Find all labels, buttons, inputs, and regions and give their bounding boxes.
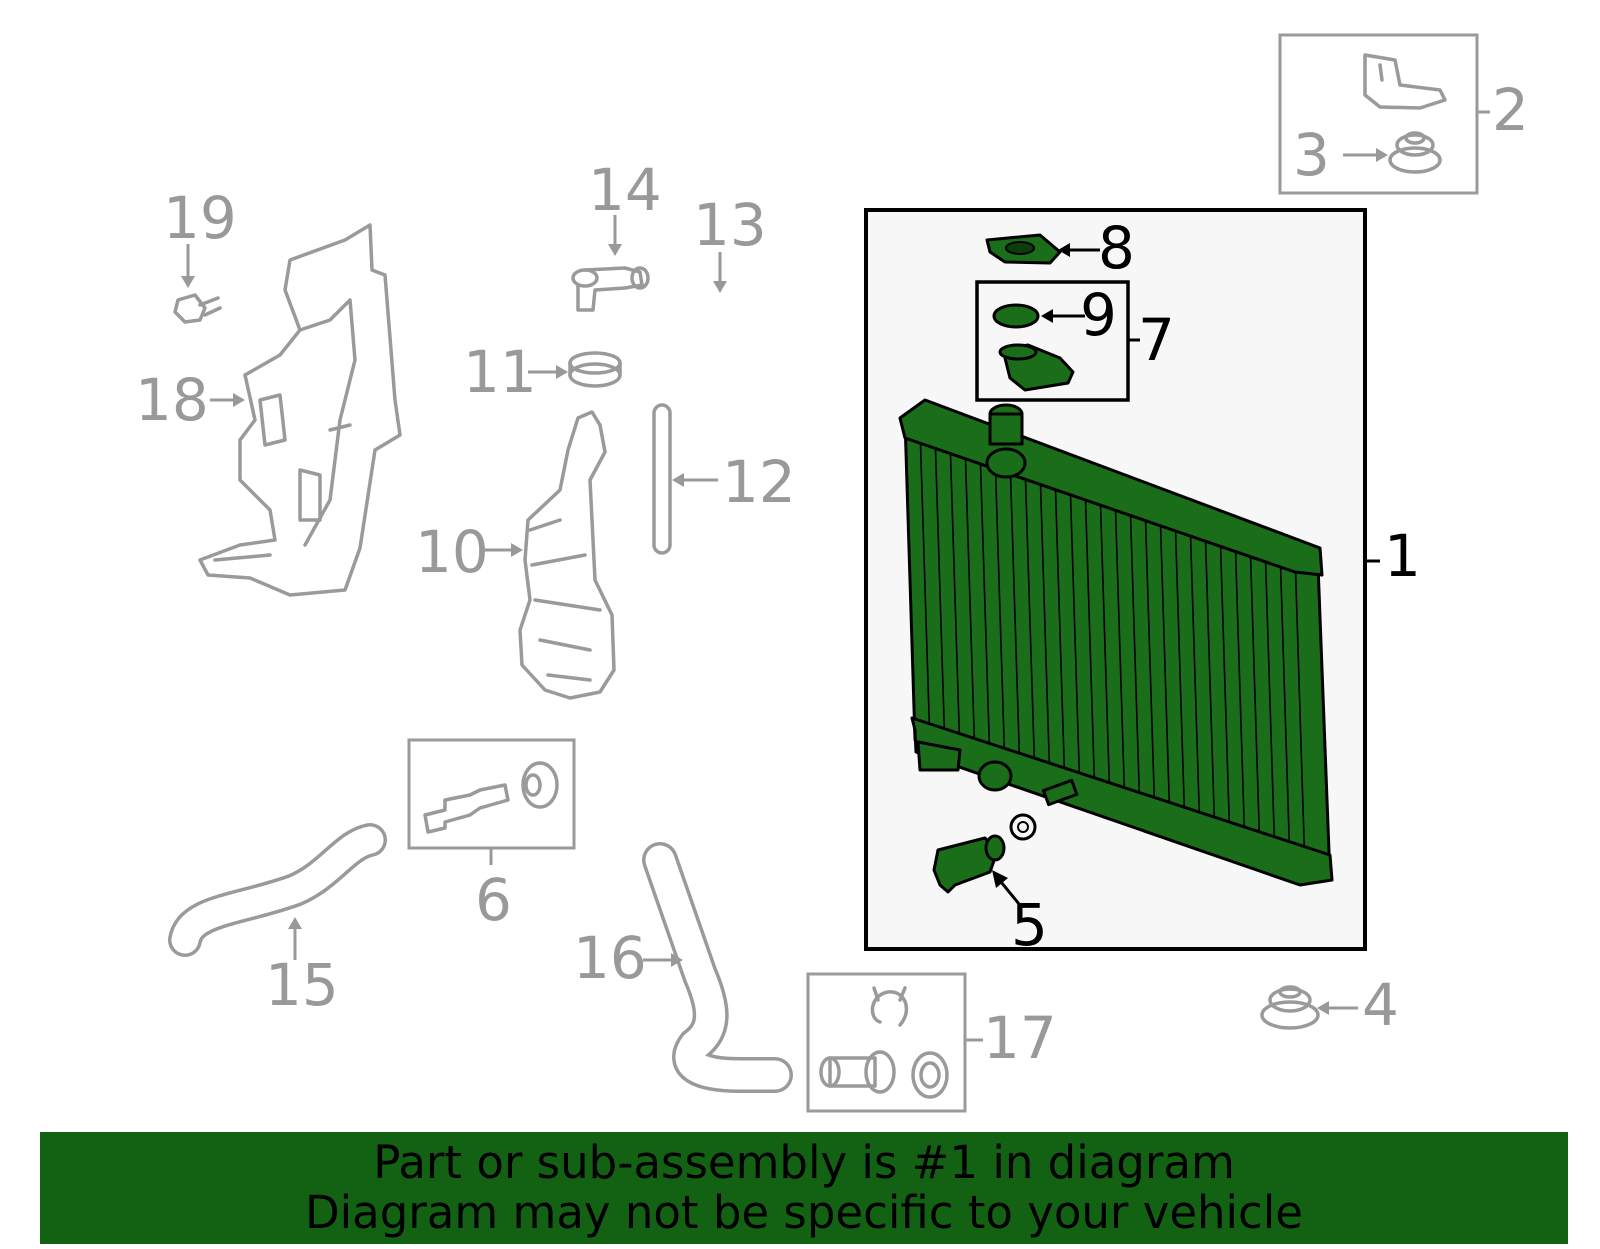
cap-gasket-part[interactable] [985, 233, 1062, 265]
o-ring-part[interactable] [1009, 813, 1037, 841]
banner-line-1: Part or sub-assembly is #1 in diagram [373, 1136, 1235, 1189]
mount-cushion-part-3[interactable] [1388, 131, 1442, 174]
bracket-part[interactable] [1363, 53, 1447, 110]
callout-18[interactable]: 18 [135, 366, 209, 434]
arrow-5 [992, 870, 1008, 888]
arrow-4 [1317, 1001, 1329, 1015]
callout-1[interactable]: 1 [1384, 522, 1421, 590]
callout-4[interactable]: 4 [1362, 971, 1399, 1039]
callout-6[interactable]: 6 [475, 866, 512, 934]
callout-13[interactable]: 13 [693, 191, 767, 259]
arrow-3 [1376, 148, 1388, 162]
seal-part[interactable] [992, 303, 1040, 329]
callout-10[interactable]: 10 [415, 518, 489, 586]
reservoir-cap-part[interactable] [568, 351, 622, 388]
overflow-tube-part[interactable] [652, 403, 672, 555]
callout-2[interactable]: 2 [1492, 76, 1529, 144]
arrow-18 [233, 393, 245, 407]
radiator-cap-part[interactable] [998, 343, 1075, 392]
arrow-8 [1058, 243, 1070, 257]
radiator-part[interactable] [898, 398, 1334, 887]
callout-17[interactable]: 17 [983, 1004, 1057, 1072]
arrow-19 [181, 276, 195, 288]
lower-hose-part[interactable] [168, 823, 387, 957]
callout-14[interactable]: 14 [588, 156, 662, 224]
arrow-13 [713, 281, 727, 293]
upper-hose-part[interactable] [642, 842, 793, 1093]
callout-7[interactable]: 7 [1138, 306, 1175, 374]
callout-5[interactable]: 5 [1011, 891, 1048, 959]
callout-16[interactable]: 16 [573, 924, 647, 992]
arrow-16 [671, 953, 683, 967]
hose-connector-part[interactable] [571, 266, 650, 312]
arrow-15 [288, 917, 302, 929]
arrow-12 [672, 473, 684, 487]
callout-9[interactable]: 9 [1080, 281, 1117, 349]
hose-clip-part[interactable] [870, 986, 909, 1027]
arrow-9 [1041, 309, 1053, 323]
callout-12[interactable]: 12 [722, 448, 796, 516]
hose-fitting-part[interactable] [819, 1050, 949, 1099]
reservoir-tank-part[interactable] [518, 410, 616, 700]
callout-3[interactable]: 3 [1293, 121, 1330, 189]
callout-15[interactable]: 15 [265, 951, 339, 1019]
arrow-14 [608, 244, 622, 256]
arrow-10 [511, 543, 523, 557]
info-banner: Part or sub-assembly is #1 in diagram Di… [40, 1132, 1568, 1244]
arrow-11 [556, 365, 568, 379]
fitting-part[interactable] [423, 761, 559, 834]
callout-8[interactable]: 8 [1098, 214, 1135, 282]
bolt-part[interactable] [173, 293, 222, 324]
callout-11[interactable]: 11 [463, 338, 537, 406]
mount-cushion-part-4[interactable] [1260, 985, 1320, 1030]
bracket-kit-box [1278, 33, 1479, 195]
drain-plug-part[interactable] [932, 834, 1006, 894]
air-guide-part[interactable] [198, 223, 402, 597]
hose-clip-kit-box [806, 972, 967, 1113]
banner-line-2: Diagram may not be specific to your vehi… [305, 1186, 1303, 1239]
callout-19[interactable]: 19 [163, 184, 237, 252]
small-hose-part[interactable] [655, 265, 795, 311]
